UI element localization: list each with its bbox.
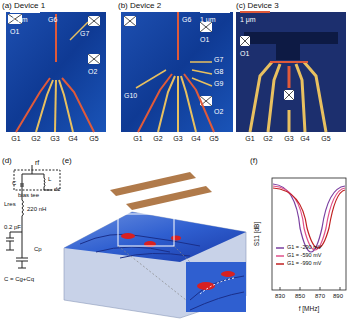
figure-label: O1 — [10, 28, 19, 35]
figure-label: G4 — [68, 135, 77, 142]
figure-label: C — [12, 180, 16, 186]
figure-label: rf — [35, 159, 39, 166]
figure-label: G5 — [209, 135, 218, 142]
figure-label: dc — [54, 186, 60, 192]
figure-label: G8 — [214, 68, 223, 75]
figure-label: (f) — [250, 157, 258, 165]
figure-label: G5 — [89, 135, 98, 142]
figure-label: (e) — [62, 157, 72, 165]
figure-label: G2 — [31, 135, 40, 142]
sem-image-a — [6, 12, 106, 132]
figure-label: 1 μm — [240, 16, 256, 23]
figure-label: 0.2 pF — [4, 224, 21, 230]
figure-label: (c) Device 3 — [236, 2, 279, 10]
legend-text: G1 = -990 mV — [287, 261, 321, 267]
figure-label: 850 — [295, 293, 305, 299]
figure-label: (b) Device 2 — [118, 2, 161, 10]
figure-label: G3 — [50, 135, 59, 142]
circuit-schematic — [6, 165, 60, 268]
sem-image-c — [236, 12, 346, 132]
figure-label: O2 — [214, 108, 223, 115]
figure-label: G4 — [300, 135, 309, 142]
figure-label: G4 — [191, 135, 200, 142]
figure-label: G3 — [284, 135, 293, 142]
figure-label: L — [48, 176, 51, 182]
figure-label: 1 μm — [12, 16, 28, 23]
figure-label: G5 — [321, 135, 330, 142]
legend-text: G1 = -290 mV — [287, 245, 321, 251]
figure-label: O1 — [240, 50, 249, 57]
figure-label: G1 — [133, 135, 142, 142]
figure-label: 890 — [333, 293, 343, 299]
figure-label: G7 — [214, 56, 223, 63]
figure-label: G2 — [153, 135, 162, 142]
figure-label: 220 nH — [27, 206, 46, 212]
figure-label: O1 — [200, 36, 209, 43]
figure-label: bias tee — [18, 192, 39, 198]
figure-label: (a) Device 1 — [2, 2, 45, 10]
figure-label: G6 — [182, 16, 191, 23]
figure-label: G6 — [48, 16, 57, 23]
figure-label: G1 — [11, 135, 20, 142]
figure-label: (d) — [2, 157, 12, 165]
legend-text: G1 = -590 mV — [287, 253, 321, 259]
figure-label: G10 — [124, 92, 137, 99]
figure-label: G2 — [263, 135, 272, 142]
figure-label: Cp — [34, 246, 42, 252]
figure-label: C = Cg+Cq — [4, 276, 34, 282]
figure-label: Lres — [4, 201, 16, 207]
figure-label: f [MHz] — [299, 306, 320, 313]
figure-label: S11 [dB] — [254, 222, 261, 246]
figure-label: 1 μm — [200, 16, 216, 23]
sem-image-b — [121, 12, 233, 132]
figure-label: O2 — [88, 68, 97, 75]
figure-label: G9 — [214, 80, 223, 87]
figure-label: G1 — [245, 135, 254, 142]
figure-label: G7 — [80, 30, 89, 37]
figure-label: 830 — [275, 293, 285, 299]
potential-landscape — [64, 172, 246, 318]
s11-plot — [272, 178, 346, 290]
figure-label: G3 — [173, 135, 182, 142]
figure-label: 870 — [315, 293, 325, 299]
